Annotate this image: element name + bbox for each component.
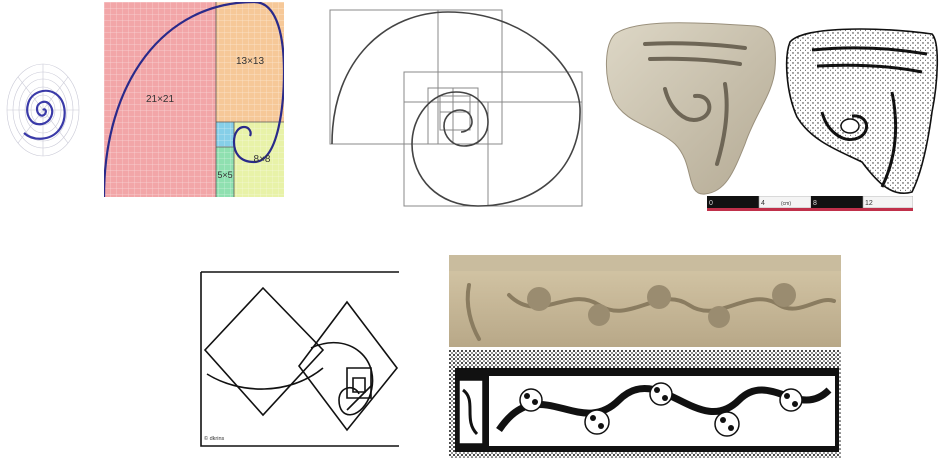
frieze-drawing (449, 350, 841, 458)
scale-tick-8: 8 (813, 200, 817, 207)
diamond-spiral-figure: © dkrins (199, 270, 399, 448)
label-8x8: 8×8 (254, 154, 271, 165)
scale-bar: 0 4 (cm) 8 12 (707, 196, 913, 214)
scale-unit: (cm) (781, 201, 791, 207)
stone-fragment-drawing (782, 22, 942, 200)
stone-fragment-photo (605, 14, 780, 199)
fibonacci-grid-figure: 21×21 13×13 8×8 5×5 (104, 2, 284, 197)
label-21x21: 21×21 (146, 94, 175, 105)
scale-tick-4: 4 (761, 200, 765, 207)
scale-tick-12: 12 (865, 200, 873, 207)
golden-spiral-curve-2 (332, 12, 580, 206)
golden-rectangles-figure (328, 8, 584, 210)
polar-spiral-figure (4, 60, 82, 160)
label-13x13: 13×13 (236, 56, 265, 67)
scale-tick-0: 0 (709, 200, 713, 207)
label-5x5: 5×5 (217, 170, 232, 180)
frieze-photo (449, 255, 841, 347)
credit-text: © dkrins (204, 435, 225, 442)
